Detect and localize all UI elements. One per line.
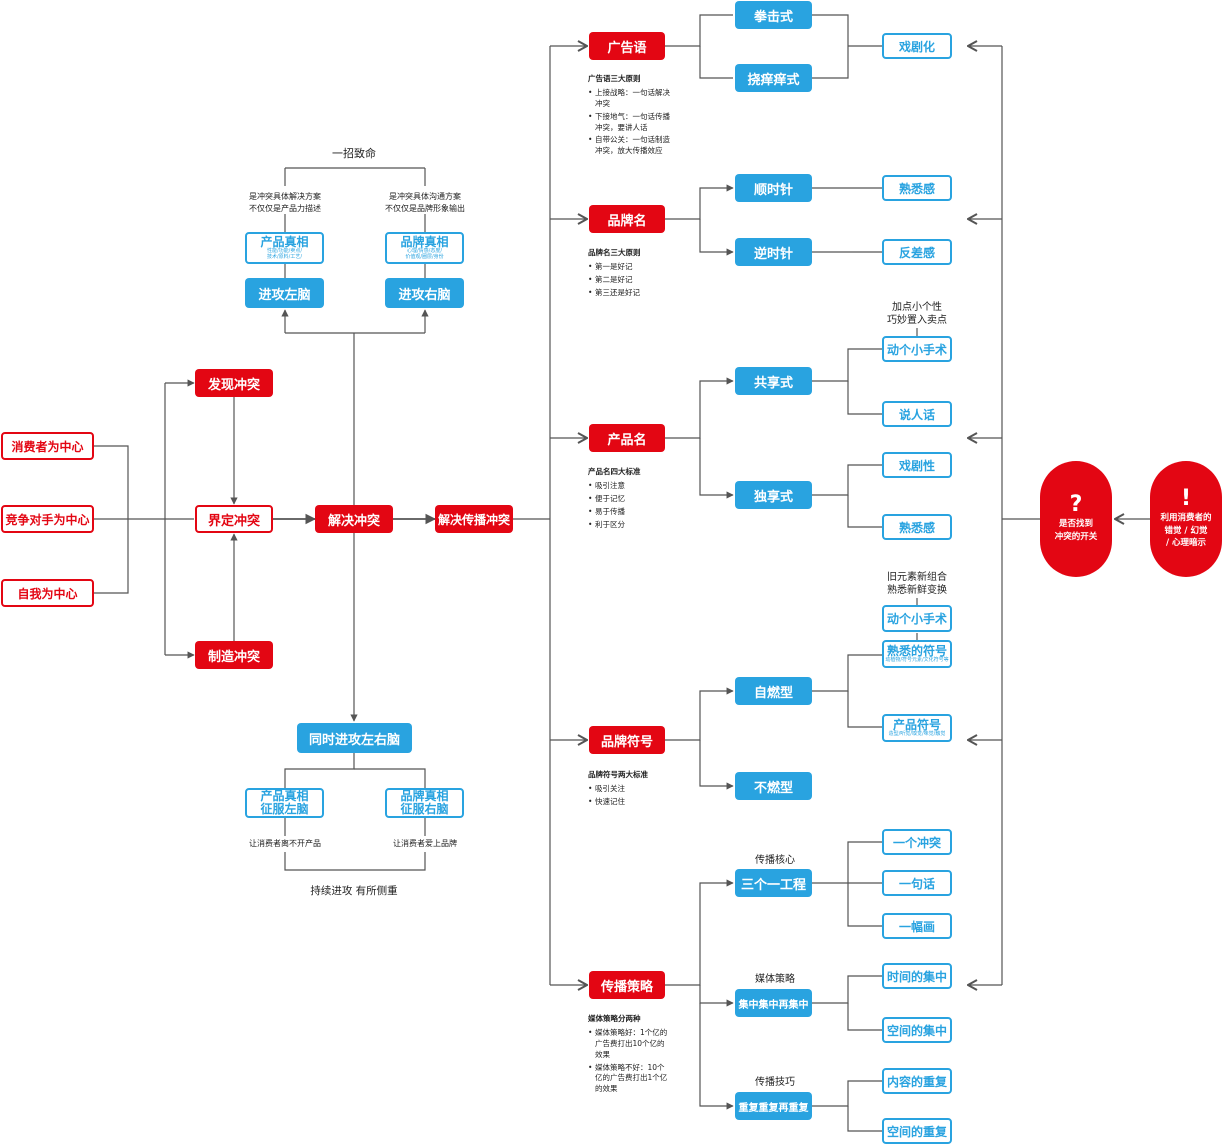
question-circle: ? 是否找到冲突的开关 — [1040, 461, 1112, 577]
content-repeat-node: 内容的重复 — [882, 1068, 952, 1094]
comm-strategy-node: 传播策略 — [589, 971, 665, 999]
one-sentence-node: 一句话 — [882, 870, 952, 896]
product-truth-left-node: 产品真相征服左脑 — [245, 788, 324, 818]
clockwise-node: 顺时针 — [735, 174, 812, 202]
exclamation-circle: ! 利用消费者的错觉 / 幻觉/ 心理暗示 — [1150, 461, 1222, 577]
brand-truth-right-node: 品牌真相征服右脑 — [385, 788, 464, 818]
ad-slogan-node: 广告语 — [589, 32, 665, 60]
comm-strategy-note: 媒体策略分两种 媒体策略好：1个亿的广告费打出10个亿的效果媒体策略不好：10个… — [588, 1014, 672, 1097]
brand-symbol-node: 品牌符号 — [589, 726, 665, 754]
product-desc-label: 让消费者离不开产品 — [249, 839, 321, 848]
consumer-center-node: 消费者为中心 — [1, 432, 94, 460]
left-brain-desc: 是冲突具体解决方案不仅仅是产品力描述 — [249, 192, 321, 213]
discover-conflict-node: 发现冲突 — [195, 369, 273, 397]
product-name-node: 产品名 — [589, 424, 665, 452]
repeat-node: 重复重复再重复 — [735, 1092, 812, 1120]
brand-desc-label: 让消费者爱上品牌 — [393, 839, 457, 848]
familiar-symbol-node: 熟悉的符号动植物/符号元素/文化符号等 — [882, 640, 952, 668]
solve-conflict-node: 解决冲突 — [315, 505, 393, 533]
dramatic-node: 戏剧性 — [882, 452, 952, 478]
self-center-node: 自我为中心 — [1, 579, 94, 607]
media-title: 媒体策略 — [755, 974, 795, 985]
space-focus-node: 空间的集中 — [882, 1017, 952, 1043]
product-symbol-node: 产品符号造型/听觉/嗅觉/味觉/触觉 — [882, 714, 952, 742]
attack-both-brains-node: 同时进攻左右脑 — [297, 723, 412, 753]
time-focus-node: 时间的集中 — [882, 963, 952, 989]
attack-left-brain-node: 进攻左脑 — [245, 278, 324, 308]
small-surgery-node: 动个小手术 — [882, 336, 952, 362]
brand-symbol-note: 品牌符号两大标准 吸引关注快速记住 — [588, 770, 672, 810]
three-one-project-node: 三个一工程 — [735, 869, 812, 897]
punch-style-node: 拳击式 — [735, 1, 812, 29]
dramatize-node: 戏剧化 — [882, 33, 952, 59]
product-truth-node: 产品真相 性能/功能/卖点/ 技术/原料/工艺/ — [245, 232, 324, 264]
bottom-branch-footer: 持续进攻 有所侧重 — [310, 885, 398, 897]
create-conflict-node: 制造冲突 — [195, 641, 273, 669]
question-icon: ? — [1069, 492, 1083, 518]
exclusive-style-node: 独享式 — [735, 481, 812, 509]
one-conflict-node: 一个冲突 — [882, 829, 952, 855]
product-name-hint: 加点小个性巧妙置入卖点 — [887, 302, 947, 326]
one-picture-node: 一幅画 — [882, 913, 952, 939]
exclamation-icon: ! — [1180, 485, 1192, 511]
space-repeat-node: 空间的重复 — [882, 1118, 952, 1144]
familiarity-node: 熟悉感 — [882, 175, 952, 201]
top-branch-title: 一招致命 — [332, 147, 376, 160]
product-name-note: 产品名四大标准 吸引注意便于记忆易于传播利于区分 — [588, 467, 672, 532]
solve-spread-conflict-node: 解决传播冲突 — [435, 505, 513, 533]
speak-human-node: 说人话 — [882, 401, 952, 427]
familiar-feel-node: 熟悉感 — [882, 514, 952, 540]
ad-slogan-note: 广告语三大原则 上接战略：一句话解决冲突下接地气：一句话传播冲突，要讲人话自带公… — [588, 74, 672, 159]
core-title: 传播核心 — [755, 855, 795, 866]
self-burning-node: 自燃型 — [735, 677, 812, 705]
brand-name-node: 品牌名 — [589, 205, 665, 233]
attack-right-brain-node: 进攻右脑 — [385, 278, 464, 308]
skill-title: 传播技巧 — [755, 1077, 795, 1088]
non-burning-node: 不燃型 — [735, 772, 812, 800]
define-conflict-node: 界定冲突 — [195, 505, 273, 533]
tickle-style-node: 挠痒痒式 — [735, 64, 812, 92]
counterclockwise-node: 逆时针 — [735, 238, 812, 266]
brand-truth-node: 品牌真相 心理/情感/态度/ 价值观/圈层/身份 — [385, 232, 464, 264]
shared-style-node: 共享式 — [735, 367, 812, 395]
symbol-surgery-node: 动个小手术 — [882, 605, 952, 632]
focus-node: 集中集中再集中 — [735, 989, 812, 1017]
contrast-node: 反差感 — [882, 239, 952, 265]
right-brain-desc: 是冲突具体沟通方案不仅仅是品牌形象输出 — [385, 192, 465, 213]
competitor-center-node: 竞争对手为中心 — [1, 505, 94, 533]
brand-symbol-hint: 旧元素新组合熟悉新鲜变换 — [887, 572, 947, 596]
brand-name-note: 品牌名三大原则 第一是好记第二是好记第三还是好记 — [588, 248, 672, 301]
